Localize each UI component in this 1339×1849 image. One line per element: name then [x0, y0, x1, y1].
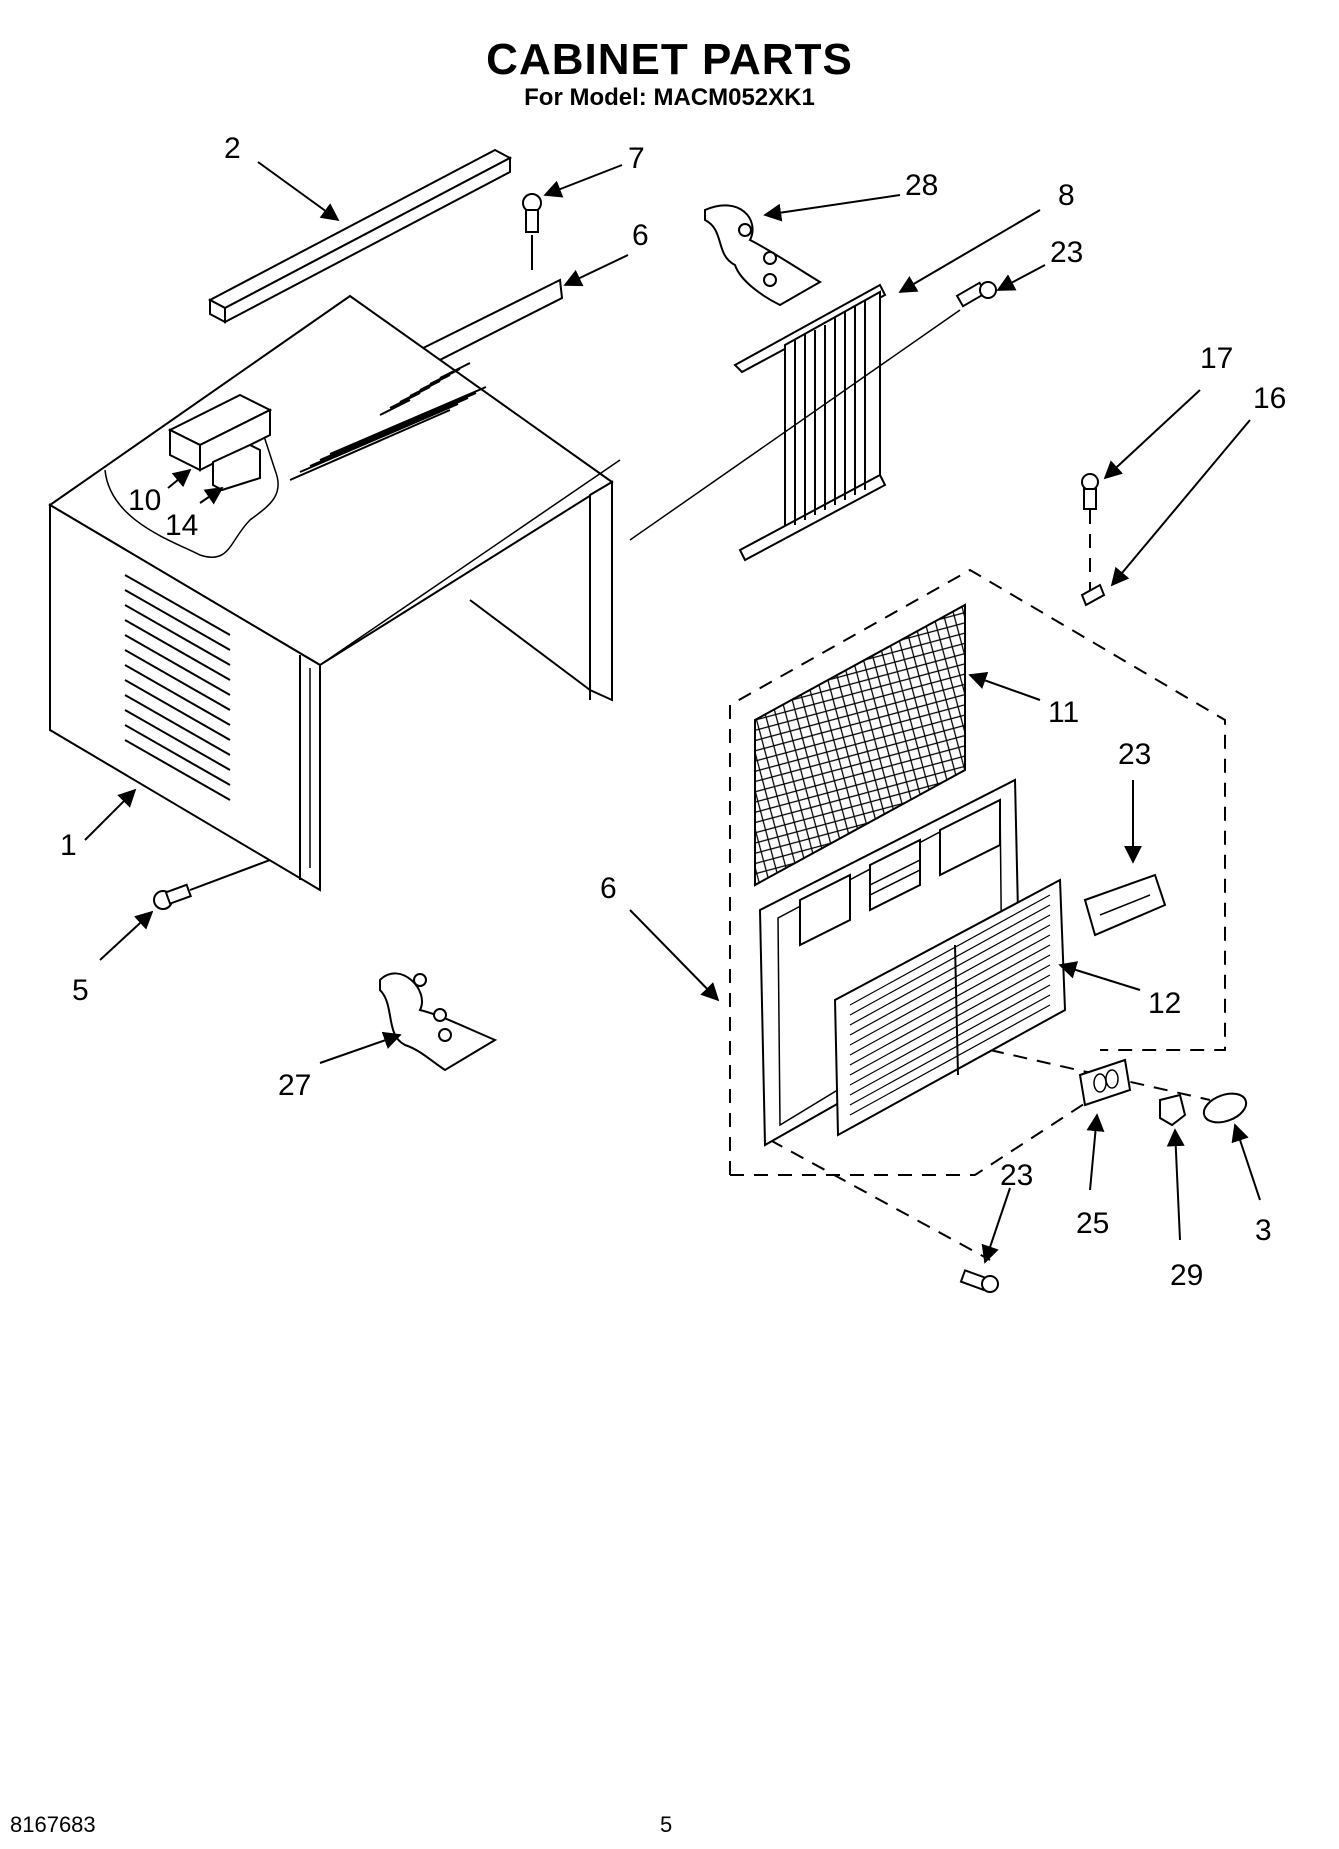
callout-7: 7 [628, 142, 645, 175]
top-rail-part [207, 148, 513, 324]
callout-25: 25 [1076, 1207, 1109, 1240]
screw-part-23-bottom [959, 1269, 999, 1293]
part-25 [1078, 1058, 1132, 1107]
page-title: CABINET PARTS [486, 35, 853, 84]
bracket-part-27 [379, 972, 498, 1072]
side-vent-slots [124, 574, 231, 801]
callout-6: 6 [600, 872, 617, 905]
callout-11: 11 [1048, 696, 1079, 729]
grille-part-12 [833, 878, 1067, 1137]
page-number: 5 [660, 1812, 673, 1837]
callout-8: 8 [1058, 179, 1075, 212]
bracket-part-28 [704, 204, 822, 307]
grille-slats [849, 894, 1051, 1116]
callout-14: 14 [165, 509, 198, 542]
cap-part-3 [1202, 1092, 1248, 1124]
control-housing-part-17 [1083, 873, 1167, 937]
cabinet-part [48, 294, 621, 892]
callout-numbers: 2 7 6 28 8 23 17 16 10 14 11 23 12 1 5 6… [60, 132, 1286, 1292]
callout-1: 1 [60, 829, 77, 862]
side-curtain-part-8 [629, 283, 961, 562]
leader-lines [84, 161, 1261, 1264]
callout-28: 28 [905, 169, 938, 202]
callout-27: 27 [278, 1069, 311, 1102]
callout-17: 23 [1118, 738, 1151, 771]
callout-15: 16 [1253, 382, 1286, 415]
callout-5: 5 [72, 974, 89, 1007]
document-number: 8167683 [10, 1812, 96, 1837]
callout-4: 6 [632, 219, 649, 252]
model-subtitle: For Model: MACM052XK1 [524, 84, 815, 111]
callout-12: 12 [1148, 987, 1181, 1020]
top-vent-slots [289, 362, 487, 481]
screw-part-5 [153, 859, 271, 910]
callout-23-top: 23 [1050, 236, 1083, 269]
callout-10: 10 [128, 484, 161, 517]
screw-part-7 [522, 193, 542, 270]
filter-mesh-part-11 [754, 603, 966, 887]
callout-29: 29 [1170, 1259, 1203, 1292]
callout-23-bottom: 23 [1000, 1159, 1033, 1192]
front-panel-part-6 [758, 778, 1022, 1147]
screw-part-16 [1081, 473, 1099, 590]
callout-3: 3 [1255, 1214, 1272, 1247]
callout-2: 2 [224, 132, 241, 165]
knob-part-29 [1159, 1093, 1187, 1127]
screw-part-23-top [955, 281, 997, 308]
clip-part-15 [1080, 583, 1106, 607]
callout-16: 17 [1200, 342, 1233, 375]
front-assembly-outline [729, 568, 1226, 1261]
